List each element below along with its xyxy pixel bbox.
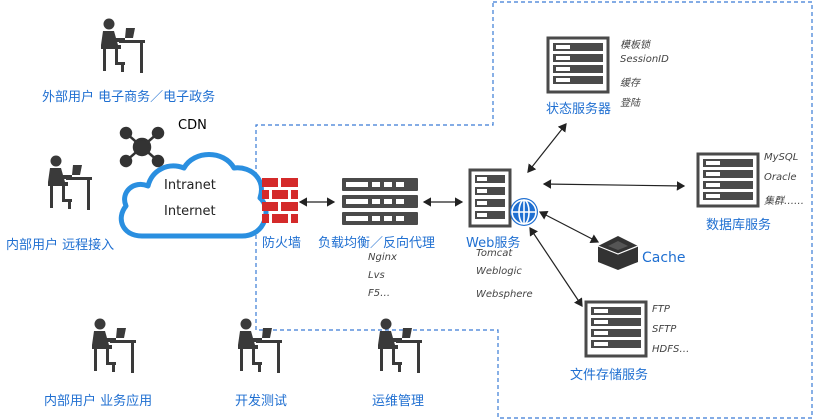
web-item: Tomcat bbox=[476, 248, 513, 259]
state-item: 模板锁 bbox=[620, 40, 650, 51]
state-server-label: 状态服务器 bbox=[546, 102, 612, 117]
user-desk-icon bbox=[48, 155, 92, 210]
web-item: Weblogic bbox=[476, 266, 522, 277]
external-users-label: 外部用户 电子商务／电子政务 bbox=[42, 90, 216, 105]
file-item: HDFS… bbox=[652, 344, 690, 355]
remote-users-label: 内部用户 远程接入 bbox=[6, 238, 115, 253]
cloud-icon bbox=[118, 152, 269, 239]
web-item: Websphere bbox=[476, 289, 533, 300]
state-server-icon bbox=[546, 36, 610, 94]
lb-item: Lvs bbox=[368, 270, 385, 281]
database-label: 数据库服务 bbox=[706, 218, 772, 233]
db-item: MySQL bbox=[764, 152, 799, 163]
load-balancer-label: 负载均衡／反向代理 bbox=[318, 236, 436, 251]
state-item: 登陆 bbox=[620, 98, 640, 109]
file-item: FTP bbox=[652, 304, 670, 315]
cloud-intranet-label: Intranet bbox=[164, 178, 216, 193]
db-item: Oracle bbox=[764, 172, 797, 183]
db-item: 集群…… bbox=[764, 196, 804, 207]
user-desk-icon bbox=[238, 318, 282, 373]
outer-zone-boundary bbox=[255, 1, 813, 419]
cache-icon bbox=[597, 236, 639, 270]
state-item: SessionID bbox=[620, 54, 669, 65]
cloud-internet-label: Internet bbox=[164, 204, 216, 219]
arrow-web-file bbox=[529, 227, 583, 307]
cdn-label: CDN bbox=[178, 118, 207, 133]
web-label: Web服务 bbox=[466, 236, 521, 251]
ops-label: 运维管理 bbox=[372, 394, 425, 409]
business-users-label: 内部用户 业务应用 bbox=[44, 394, 153, 409]
user-desk-icon bbox=[378, 318, 422, 373]
arrow-web-cache bbox=[538, 211, 600, 243]
devtest-label: 开发测试 bbox=[235, 394, 288, 409]
user-desk-icon bbox=[101, 18, 145, 73]
lb-item: Nginx bbox=[368, 252, 397, 263]
arrow-web-state bbox=[527, 123, 567, 173]
web-server-icon bbox=[468, 168, 538, 228]
state-item: 缓存 bbox=[620, 78, 640, 89]
cache-label: Cache bbox=[642, 250, 686, 266]
file-item: SFTP bbox=[652, 324, 677, 335]
firewall-icon bbox=[262, 178, 298, 223]
load-balancer-icon bbox=[342, 178, 418, 225]
arrow-web-db bbox=[542, 179, 686, 191]
firewall-label: 防火墙 bbox=[262, 236, 302, 251]
cdn-network-icon bbox=[119, 126, 165, 168]
database-server-icon bbox=[696, 152, 760, 208]
file-server-icon bbox=[584, 300, 648, 358]
user-desk-icon bbox=[92, 318, 136, 373]
lb-item: F5… bbox=[368, 288, 391, 299]
file-storage-label: 文件存储服务 bbox=[570, 368, 649, 383]
